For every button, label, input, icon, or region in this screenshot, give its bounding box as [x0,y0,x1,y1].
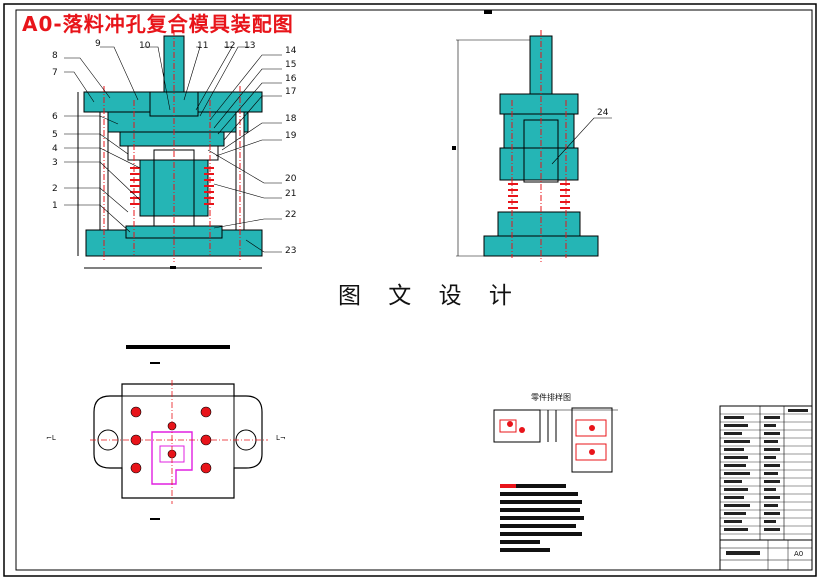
front-section-view: 1 2 3 4 5 6 7 8 9 10 11 12 13 14 15 16 1… [52,30,297,269]
part-number-19: 19 [285,131,297,141]
part-number-6: 6 [52,112,58,122]
side-section-view: 24 [452,10,612,262]
part-number-13: 13 [244,41,255,51]
sheet-size-label: A0 [794,550,803,558]
part-number-24: 24 [597,108,609,118]
part-number-12: 12 [224,41,235,51]
part-number-1: 1 [52,201,58,211]
sheet-border [3,3,817,577]
part-number-4: 4 [52,144,58,154]
part-number-17: 17 [285,87,296,97]
center-caption: 图 文 设 计 [338,283,522,309]
part-number-21: 21 [285,189,296,199]
part-number-9: 9 [95,39,101,49]
part-number-2: 2 [52,184,58,194]
part-number-14: 14 [285,46,297,56]
part-number-3: 3 [52,158,58,168]
drawing-title: A0-落料冲孔复合模具装配图 [22,12,294,36]
title-block: A0 [719,405,813,571]
part-number-5: 5 [52,130,58,140]
inner-frame [15,9,813,571]
part-number-8: 8 [52,51,58,61]
part-number-11: 11 [197,41,208,51]
part-number-20: 20 [285,174,297,184]
part-number-18: 18 [285,114,297,124]
part-number-10: 10 [139,41,151,51]
part-number-7: 7 [52,68,58,78]
svg-text:⌐L: ⌐L [46,434,56,442]
top-plan-view: ⌐L L¬ [46,345,286,520]
strip-layout-view: 零件排样图 [493,392,618,552]
part-number-23: 23 [285,246,296,256]
svg-text:L¬: L¬ [276,434,286,442]
part-drawing-title: 零件排样图 [531,392,571,402]
part-number-15: 15 [285,60,296,70]
part-number-16: 16 [285,74,297,84]
part-number-22: 22 [285,210,296,220]
